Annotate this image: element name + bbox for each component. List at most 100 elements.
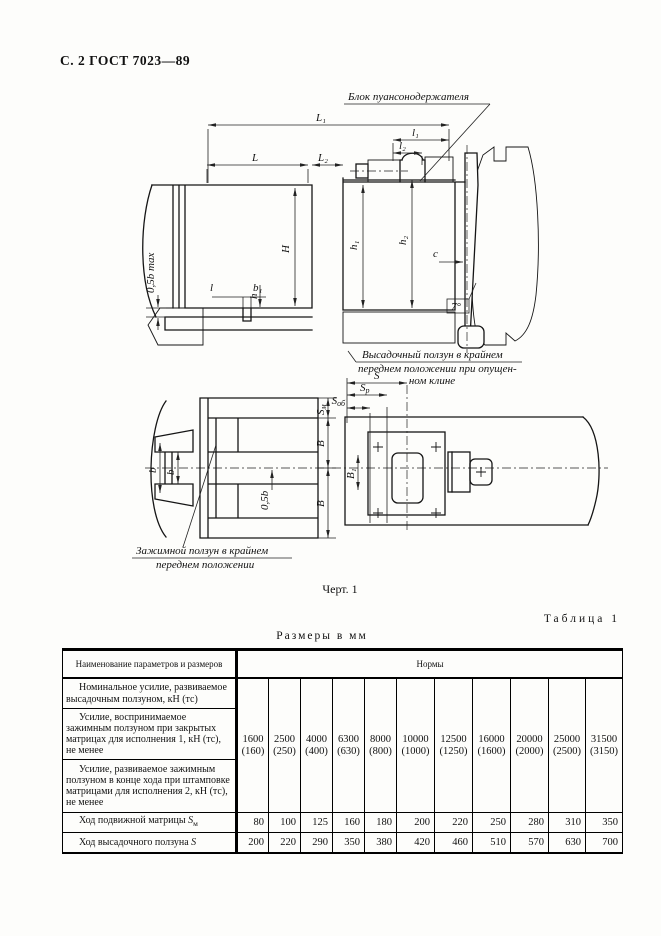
value-cell: 250 — [472, 812, 511, 833]
value-cell: 630 — [548, 832, 586, 854]
norm-cell: 1600(160) — [236, 677, 269, 813]
units-caption: Размеры в мм — [276, 630, 368, 642]
top-dimensions: L₁ l₁ l₂ L L₂ H h₁ h₂ c 7° — [145, 112, 477, 330]
norm-cell: 10000(1000) — [396, 677, 435, 813]
param-die-stroke: Ход подвижной матрицы Sм — [62, 812, 238, 833]
row-nominal-force: Номинальное усилие, развиваемое высадочн… — [62, 677, 624, 813]
param-nominal-force: Номинальное усилие, развиваемое высадочн… — [62, 677, 238, 709]
clamp-slide-outline — [151, 184, 313, 331]
dim-Sob: Sоб — [332, 395, 346, 408]
norm-cell: 31500(3150) — [584, 677, 624, 813]
upset-note-line3: ном клине — [409, 375, 455, 387]
clamping-slide-view: b b 0,5b Sм B B S Sр Sоб — [132, 370, 608, 571]
value-cell: 200 — [396, 812, 435, 833]
dim-Sp: Sр — [360, 382, 370, 395]
value-cell: 160 — [332, 812, 365, 833]
value-cell: 570 — [510, 832, 549, 854]
dim-half-b: 0,5b — [259, 490, 271, 510]
dim-b-inner: b — [165, 469, 177, 475]
value-cell: 310 — [548, 812, 586, 833]
dim-h2: h₂ — [397, 236, 409, 246]
dim-Sm: Sм — [315, 404, 328, 415]
dim-l1: l₁ — [412, 127, 419, 139]
upsetting-slide-section-view: Блок пуансонодержателя L₁ l₁ l₂ L L₂ H h… — [142, 91, 539, 387]
row-slide-stroke: Ход высадочного ползуна S 200 220 290 35… — [62, 832, 624, 854]
plate-cross-marks — [373, 442, 486, 518]
dim-h: h — [248, 293, 260, 299]
norm-cell: 25000(2500) — [548, 677, 586, 813]
break-line-left — [142, 184, 157, 318]
value-cell: 200 — [236, 832, 269, 854]
norm-cell: 20000(2000) — [510, 677, 549, 813]
value-cell: 700 — [584, 832, 624, 854]
value-cell: 220 — [268, 832, 301, 854]
dim-l2: l₂ — [399, 140, 406, 152]
dim-b1: b₁ — [253, 282, 263, 294]
norm-cell: 12500(1250) — [434, 677, 473, 813]
param-slide-stroke: Ход высадочного ползуна S — [62, 832, 238, 854]
wedge — [464, 152, 479, 339]
value-cell: 100 — [268, 812, 301, 833]
param-clamp-force-2: Усилие, развиваемое зажимным ползуном в … — [62, 759, 238, 813]
dim-h1: h₁ — [348, 241, 360, 251]
break-line — [150, 400, 167, 538]
punch-holder-label: Блок пуансонодержателя — [347, 91, 469, 103]
dim-B-lower: B — [315, 500, 327, 507]
frame-hatched-area — [471, 146, 539, 346]
lower-left-hatched-wedge — [147, 307, 204, 346]
dim-H: H — [280, 244, 292, 254]
clamp-note-line2: переднем положении — [156, 559, 255, 571]
bed-hatched-bar — [342, 311, 456, 344]
dim-B1: B₁ — [345, 468, 357, 479]
norm-cell: 8000(800) — [364, 677, 397, 813]
upset-note-line1: Высадочный ползун в крайнем — [362, 349, 503, 361]
figure-caption: Черт. 1 — [322, 582, 358, 596]
die-halves — [154, 429, 194, 507]
upsetting-slide-note: Высадочный ползун в крайнем переднем пол… — [347, 349, 522, 387]
value-cell: 350 — [584, 812, 624, 833]
clamping-slide-note: Зажимной ползун в крайнем переднем полож… — [132, 444, 292, 571]
slot-notch — [242, 307, 252, 322]
dim-l: l — [210, 282, 213, 294]
norm-cell: 4000(400) — [300, 677, 333, 813]
upset-note-line2: переднем положении при опущен- — [358, 363, 517, 375]
dim-b-outer: b — [147, 467, 159, 473]
value-cell: 350 — [332, 832, 365, 854]
wedge-groove — [457, 325, 485, 349]
clamp-slide-plan-view: S Sр Sоб B₁ — [332, 370, 600, 533]
row-clamp-force-2: Усилие, развиваемое зажимным ползуном в … — [62, 759, 623, 813]
dim-angle: 7° — [451, 301, 462, 313]
upsetting-slide-body — [342, 177, 466, 311]
param-clamp-force-1: Усилие, воспринимаемое зажимным ползуном… — [62, 708, 238, 760]
table-1: Наименование параметров и размеров Нормы… — [62, 648, 624, 854]
value-cell: 125 — [300, 812, 333, 833]
value-cell: 380 — [364, 832, 397, 854]
row-die-stroke: Ход подвижной матрицы Sм 80 100 125 160 … — [62, 812, 624, 833]
dim-L1: L₁ — [315, 112, 326, 124]
value-cell: 80 — [236, 812, 269, 833]
dim-L2: L₂ — [317, 152, 328, 164]
page-header: С. 2 ГОСТ 7023—89 — [60, 53, 191, 68]
dim-S: S — [374, 370, 380, 382]
norm-cell: 6300(630) — [332, 677, 365, 813]
dim-B-upper: B — [315, 440, 327, 447]
value-cell: 290 — [300, 832, 333, 854]
clamp-slide-fork — [199, 397, 319, 539]
norm-cell: 2500(250) — [268, 677, 301, 813]
table-header-row: Наименование параметров и размеров Нормы — [62, 649, 624, 679]
dim-L: L — [251, 152, 258, 164]
dim-c: c — [433, 248, 438, 260]
figure-1-drawing: Блок пуансонодержателя L₁ l₁ l₂ L L₂ H h… — [132, 91, 608, 571]
dim-half-b-max: 0,5b max — [145, 253, 157, 293]
value-cell: 420 — [396, 832, 435, 854]
table-caption: Таблица 1 — [543, 613, 620, 625]
value-cell: 180 — [364, 812, 397, 833]
punch-holder-block — [350, 152, 454, 183]
value-cell: 510 — [472, 832, 511, 854]
punch-holder-leader — [344, 103, 491, 182]
value-cell: 460 — [434, 832, 473, 854]
value-cell: 280 — [510, 812, 549, 833]
norm-cell: 16000(1600) — [472, 677, 511, 813]
value-cell: 220 — [434, 812, 473, 833]
